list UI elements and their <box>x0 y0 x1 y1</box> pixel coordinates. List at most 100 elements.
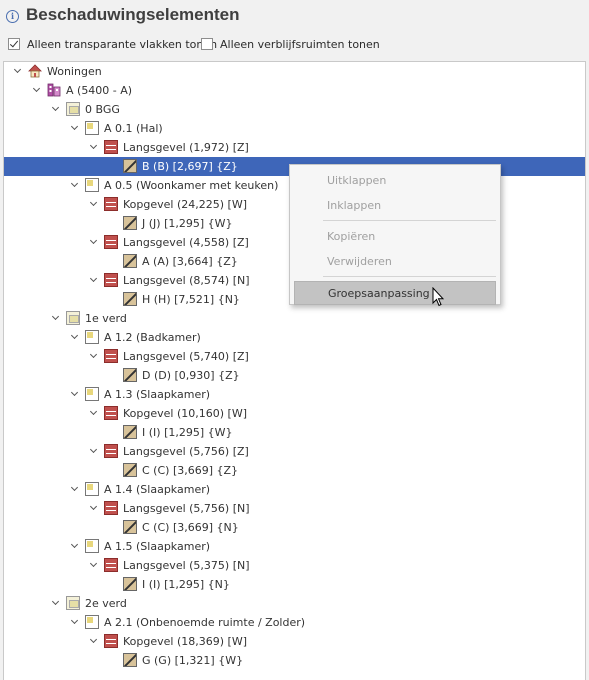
tree-row-label: A 2.1 (Onbenoemde ruimte / Zolder) <box>104 616 306 629</box>
menu-separator <box>323 220 496 221</box>
wall-icon <box>104 501 118 515</box>
tree-row[interactable]: I (I) [1,295] {W} <box>4 423 585 442</box>
tree-row[interactable]: J (J) [1,295] {W} <box>4 214 585 233</box>
window-icon <box>123 520 137 534</box>
expand-chevron-icon[interactable] <box>71 334 78 338</box>
tree-row-label: Langsgevel (1,972) [Z] <box>123 141 249 154</box>
window-icon <box>123 653 137 667</box>
room-icon <box>85 615 99 629</box>
tree-row-label: A 0.5 (Woonkamer met keuken) <box>104 179 279 192</box>
tree-row[interactable]: C (C) [3,669] {Z} <box>4 461 585 480</box>
floor-icon <box>66 311 80 325</box>
expand-chevron-icon[interactable] <box>52 315 59 319</box>
menu-separator <box>323 276 496 277</box>
tree-row[interactable]: A 1.2 (Badkamer) <box>4 328 585 347</box>
tree-row[interactable]: A (5400 - A) <box>4 81 585 100</box>
expand-chevron-icon[interactable] <box>33 87 40 91</box>
tree-row[interactable]: A 1.5 (Slaapkamer) <box>4 537 585 556</box>
floor-icon <box>66 102 80 116</box>
wall-icon <box>104 406 118 420</box>
menu-item-uitklappen[interactable]: Uitklappen <box>327 174 387 187</box>
expand-chevron-icon[interactable] <box>90 448 97 452</box>
only-verblijfsruimten-checkbox[interactable]: Alleen verblijfsruimten tonen <box>201 36 380 52</box>
expand-chevron-icon[interactable] <box>90 239 97 243</box>
tree-row[interactable]: A 1.4 (Slaapkamer) <box>4 480 585 499</box>
tree-row[interactable]: D (D) [0,930] {Z} <box>4 366 585 385</box>
tree-row-label: Woningen <box>47 65 102 78</box>
tree-row[interactable]: Kopgevel (24,225) [W] <box>4 195 585 214</box>
tree-row[interactable]: A 0.1 (Hal) <box>4 119 585 138</box>
tree-row[interactable]: 0 BGG <box>4 100 585 119</box>
tree-view[interactable]: Woningen A (5400 - A) 0 BGG A 0.1 (Hal) Lang… <box>3 61 586 680</box>
expand-chevron-icon[interactable] <box>71 391 78 395</box>
expand-chevron-icon[interactable] <box>90 562 97 566</box>
tree-row[interactable]: G (G) [1,321] {W} <box>4 651 585 670</box>
tree-row-label: A 0.1 (Hal) <box>104 122 163 135</box>
menu-item-inklappen[interactable]: Inklappen <box>327 199 382 212</box>
menu-item-groepsaanpassing[interactable]: Groepsaanpassing <box>294 281 496 305</box>
tree-row-label: Langsgevel (5,740) [Z] <box>123 350 249 363</box>
wall-icon <box>104 349 118 363</box>
tree-row-label: 0 BGG <box>85 103 120 116</box>
expand-chevron-icon[interactable] <box>90 144 97 148</box>
menu-item-verwijderen[interactable]: Verwijderen <box>327 255 392 268</box>
room-icon <box>85 387 99 401</box>
tree-row[interactable]: Langsgevel (5,756) [Z] <box>4 442 585 461</box>
tree-row[interactable]: 2e verd <box>4 594 585 613</box>
tree-row[interactable]: Woningen <box>4 62 585 81</box>
tree-row[interactable]: Langsgevel (5,375) [N] <box>4 556 585 575</box>
wall-icon <box>104 235 118 249</box>
expand-chevron-icon[interactable] <box>90 353 97 357</box>
window-icon <box>123 159 137 173</box>
expand-chevron-icon[interactable] <box>52 106 59 110</box>
tree-row[interactable]: Langsgevel (5,756) [N] <box>4 499 585 518</box>
tree-row[interactable]: C (C) [3,669] {N} <box>4 518 585 537</box>
tree-row[interactable]: Langsgevel (4,558) [Z] <box>4 233 585 252</box>
expand-chevron-icon[interactable] <box>52 600 59 604</box>
tree-row[interactable]: Langsgevel (1,972) [Z] <box>4 138 585 157</box>
tree-row-label: A 1.5 (Slaapkamer) <box>104 540 211 553</box>
only-transparent-checkbox[interactable]: Alleen transparante vlakken tonen <box>8 36 217 52</box>
expand-chevron-icon[interactable] <box>71 619 78 623</box>
expand-chevron-icon[interactable] <box>71 543 78 547</box>
tree-row[interactable]: H (H) [7,521] {N} <box>4 290 585 309</box>
tree-row[interactable]: A (A) [3,664] {Z} <box>4 252 585 271</box>
expand-chevron-icon[interactable] <box>71 125 78 129</box>
header: i Beschaduwingselementen <box>0 0 589 36</box>
tree-row[interactable]: A 1.3 (Slaapkamer) <box>4 385 585 404</box>
checkbox-verblijf-label: Alleen verblijfsruimten tonen <box>220 37 380 51</box>
wall-icon <box>104 140 118 154</box>
tree-row-label: I (I) [1,295] {W} <box>142 426 233 439</box>
tree-row-label: A (A) [3,664] {Z} <box>142 255 238 268</box>
wall-icon <box>104 634 118 648</box>
checkbox-transparent[interactable] <box>8 38 20 50</box>
mouse-cursor-icon <box>432 287 444 307</box>
expand-chevron-icon[interactable] <box>90 638 97 642</box>
tree-row[interactable]: Kopgevel (18,369) [W] <box>4 632 585 651</box>
expand-chevron-icon[interactable] <box>90 201 97 205</box>
menu-item-kopi-ren[interactable]: Kopiëren <box>327 230 376 243</box>
expand-chevron-icon[interactable] <box>71 486 78 490</box>
checkbox-verblijf[interactable] <box>201 38 213 50</box>
tree-row[interactable]: Langsgevel (5,740) [Z] <box>4 347 585 366</box>
room-icon <box>85 539 99 553</box>
expand-chevron-icon[interactable] <box>71 182 78 186</box>
info-icon[interactable]: i <box>6 10 19 23</box>
expand-chevron-icon[interactable] <box>14 68 21 72</box>
expand-chevron-icon[interactable] <box>90 410 97 414</box>
tree-row[interactable]: Kopgevel (10,160) [W] <box>4 404 585 423</box>
expand-chevron-icon[interactable] <box>90 505 97 509</box>
tree-row[interactable]: Langsgevel (8,574) [N] <box>4 271 585 290</box>
tree-row[interactable]: I (I) [1,295] {N} <box>4 575 585 594</box>
tree-row[interactable]: A 0.5 (Woonkamer met keuken) <box>4 176 585 195</box>
window-icon <box>123 216 137 230</box>
tree-row-label: 1e verd <box>85 312 127 325</box>
building-icon <box>47 83 61 97</box>
tree-row-label: Langsgevel (8,574) [N] <box>123 274 250 287</box>
tree-row[interactable]: 1e verd <box>4 309 585 328</box>
expand-chevron-icon[interactable] <box>90 277 97 281</box>
tree-row[interactable]: A 2.1 (Onbenoemde ruimte / Zolder) <box>4 613 585 632</box>
tree-row-label: I (I) [1,295] {N} <box>142 578 230 591</box>
tree-row-label: G (G) [1,321] {W} <box>142 654 244 667</box>
